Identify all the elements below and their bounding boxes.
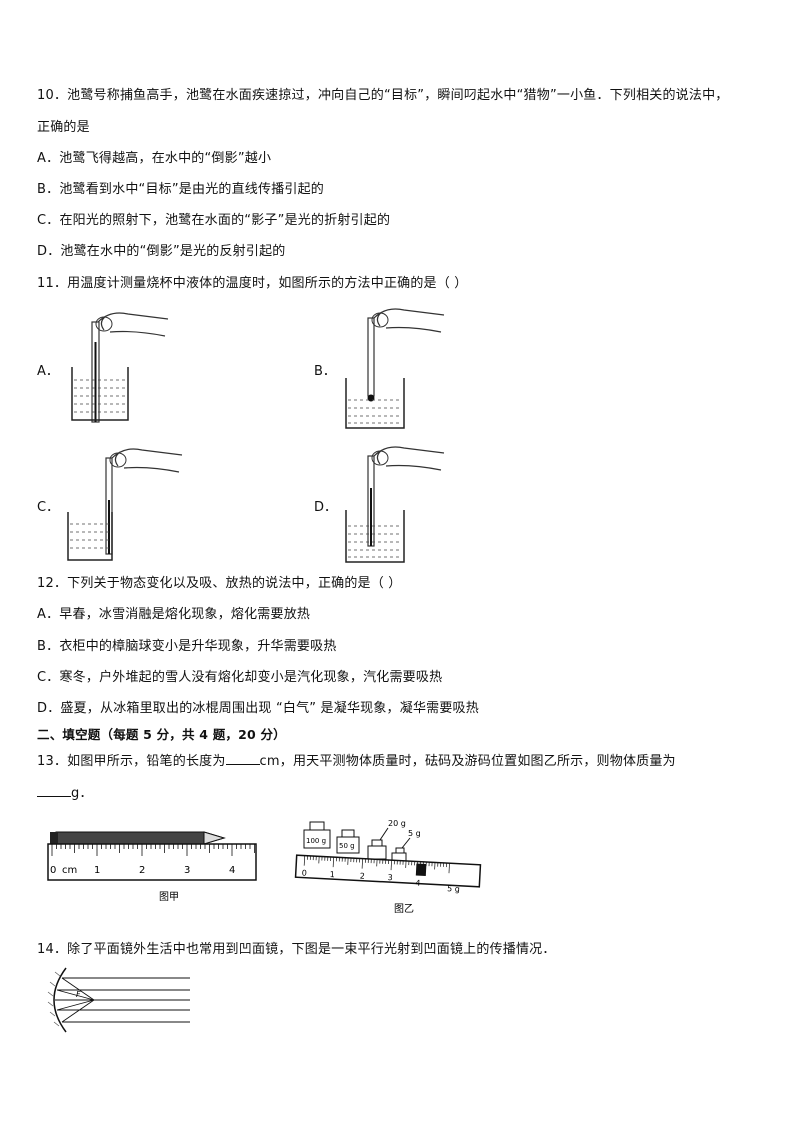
rider <box>415 863 427 876</box>
rider-tick-mark <box>448 863 450 874</box>
q13-stem-part-c: g． <box>71 786 93 801</box>
thermometer-figure-a <box>71 312 169 423</box>
weight-20g: 20 g <box>367 819 406 860</box>
rider-tick-1: 1 <box>330 870 336 879</box>
q10-option-c: C．在阳光的照射下，池鹭在水面的“影子”是光的折射引起的 <box>37 213 391 228</box>
q10-option-a: A．池鹭飞得越高，在水中的“倒影”越小 <box>37 151 272 166</box>
svg-text:20 g: 20 g <box>388 819 406 828</box>
rider-tick-mark <box>390 860 392 871</box>
rider-tick-0: 0 <box>302 868 308 877</box>
weight-100g: 100 g <box>303 821 331 849</box>
q11-label-b: B． <box>314 364 336 379</box>
focus-label: F <box>76 990 81 999</box>
q12-option-a: A．早春，冰雪消融是熔化现象，熔化需要放热 <box>37 607 311 622</box>
weight-5g: 5 g <box>391 829 421 864</box>
thermometer-figure-d <box>345 446 445 563</box>
svg-text:100 g: 100 g <box>306 837 326 845</box>
q10-stem-line1: 10．池鹭号称捕鱼高手，池鹭在水面疾速掠过，冲向自己的“目标”，瞬间叼起水中“猎… <box>37 88 729 103</box>
concave-mirror-figure: F <box>47 967 190 1033</box>
svg-text:5 g: 5 g <box>408 829 421 838</box>
rider-tick-3: 3 <box>387 873 393 882</box>
rider-tick-mark <box>361 858 363 869</box>
q12-option-c: C．寒冬，户外堆起的雪人没有熔化却变小是汽化现象，汽化需要吸热 <box>37 670 443 685</box>
pencil-ruler-figure: 0 cm 1 2 3 4 图甲 <box>47 831 257 903</box>
q13-stem-line1: 13．如图甲所示，铅笔的长度为 cm，用天平测物体质量时，砝码及游码位置如图乙所示… <box>37 750 676 769</box>
ruler-tick-1: 1 <box>94 865 100 876</box>
q13-answer-blank-mass[interactable] <box>37 784 71 797</box>
rider-tick-5: 5 g <box>447 884 460 894</box>
q12-option-d: D．盛夏，从冰箱里取出的冰棍周围出现 “白气” 是凝华现象，凝华需要吸热 <box>37 701 479 716</box>
rider-tick-mark <box>303 855 306 866</box>
q13-stem-part-b: cm，用天平测物体质量时，砝码及游码位置如图乙所示，则物体质量为 <box>259 754 676 769</box>
figure-yi-caption: 图乙 <box>394 903 414 915</box>
ruler-tick-3: 3 <box>184 865 190 876</box>
q10-stem-line2: 正确的是 <box>37 120 90 135</box>
q11-label-a: A． <box>37 364 59 379</box>
rider-tick-2: 2 <box>359 872 365 881</box>
rider-tick-4: 4 <box>415 878 421 887</box>
q13-stem-line2: g． <box>37 782 93 801</box>
q11-label-d: D． <box>314 500 338 515</box>
ruler-tick-0: 0 <box>50 865 56 876</box>
q13-stem-part-a: 13．如图甲所示，铅笔的长度为 <box>37 754 226 769</box>
q11-stem: 11．用温度计测量烧杯中液体的温度时，如图所示的方法中正确的是（ ） <box>37 276 468 291</box>
balance-weights-figure: 100 g 50 g 20 g 5 g 0 1 2 3 4 5 g 图乙 <box>294 819 482 915</box>
ruler-unit: cm <box>62 865 77 876</box>
ruler-tick-2: 2 <box>139 865 145 876</box>
q13-answer-blank-length[interactable] <box>225 752 260 765</box>
q10-option-d: D．池鹭在水中的“倒影”是光的反射引起的 <box>37 244 286 259</box>
thermometer-figure-c <box>67 448 183 561</box>
thermometer-figure-b <box>345 308 445 429</box>
q11-label-c: C． <box>37 500 60 515</box>
section-title-fill-in: 二、填空题（每题 5 分，共 4 题，20 分） <box>37 727 286 742</box>
q12-stem: 12．下列关于物态变化以及吸、放热的说法中，正确的是（ ） <box>37 576 402 591</box>
q12-option-b: B．衣柜中的樟脑球变小是升华现象，升华需要吸热 <box>37 639 337 654</box>
rider-tick-mark <box>332 857 335 868</box>
ruler-tick-4: 4 <box>229 865 235 876</box>
q10-option-b: B．池鹭看到水中“目标”是由光的直线传播引起的 <box>37 182 324 197</box>
svg-text:50 g: 50 g <box>339 842 355 850</box>
figure-jia-caption: 图甲 <box>159 891 179 903</box>
weight-50g: 50 g <box>336 829 360 854</box>
q14-stem: 14．除了平面镜外生活中也常用到凹面镜，下图是一束平行光射到凹面镜上的传播情况． <box>37 942 556 957</box>
